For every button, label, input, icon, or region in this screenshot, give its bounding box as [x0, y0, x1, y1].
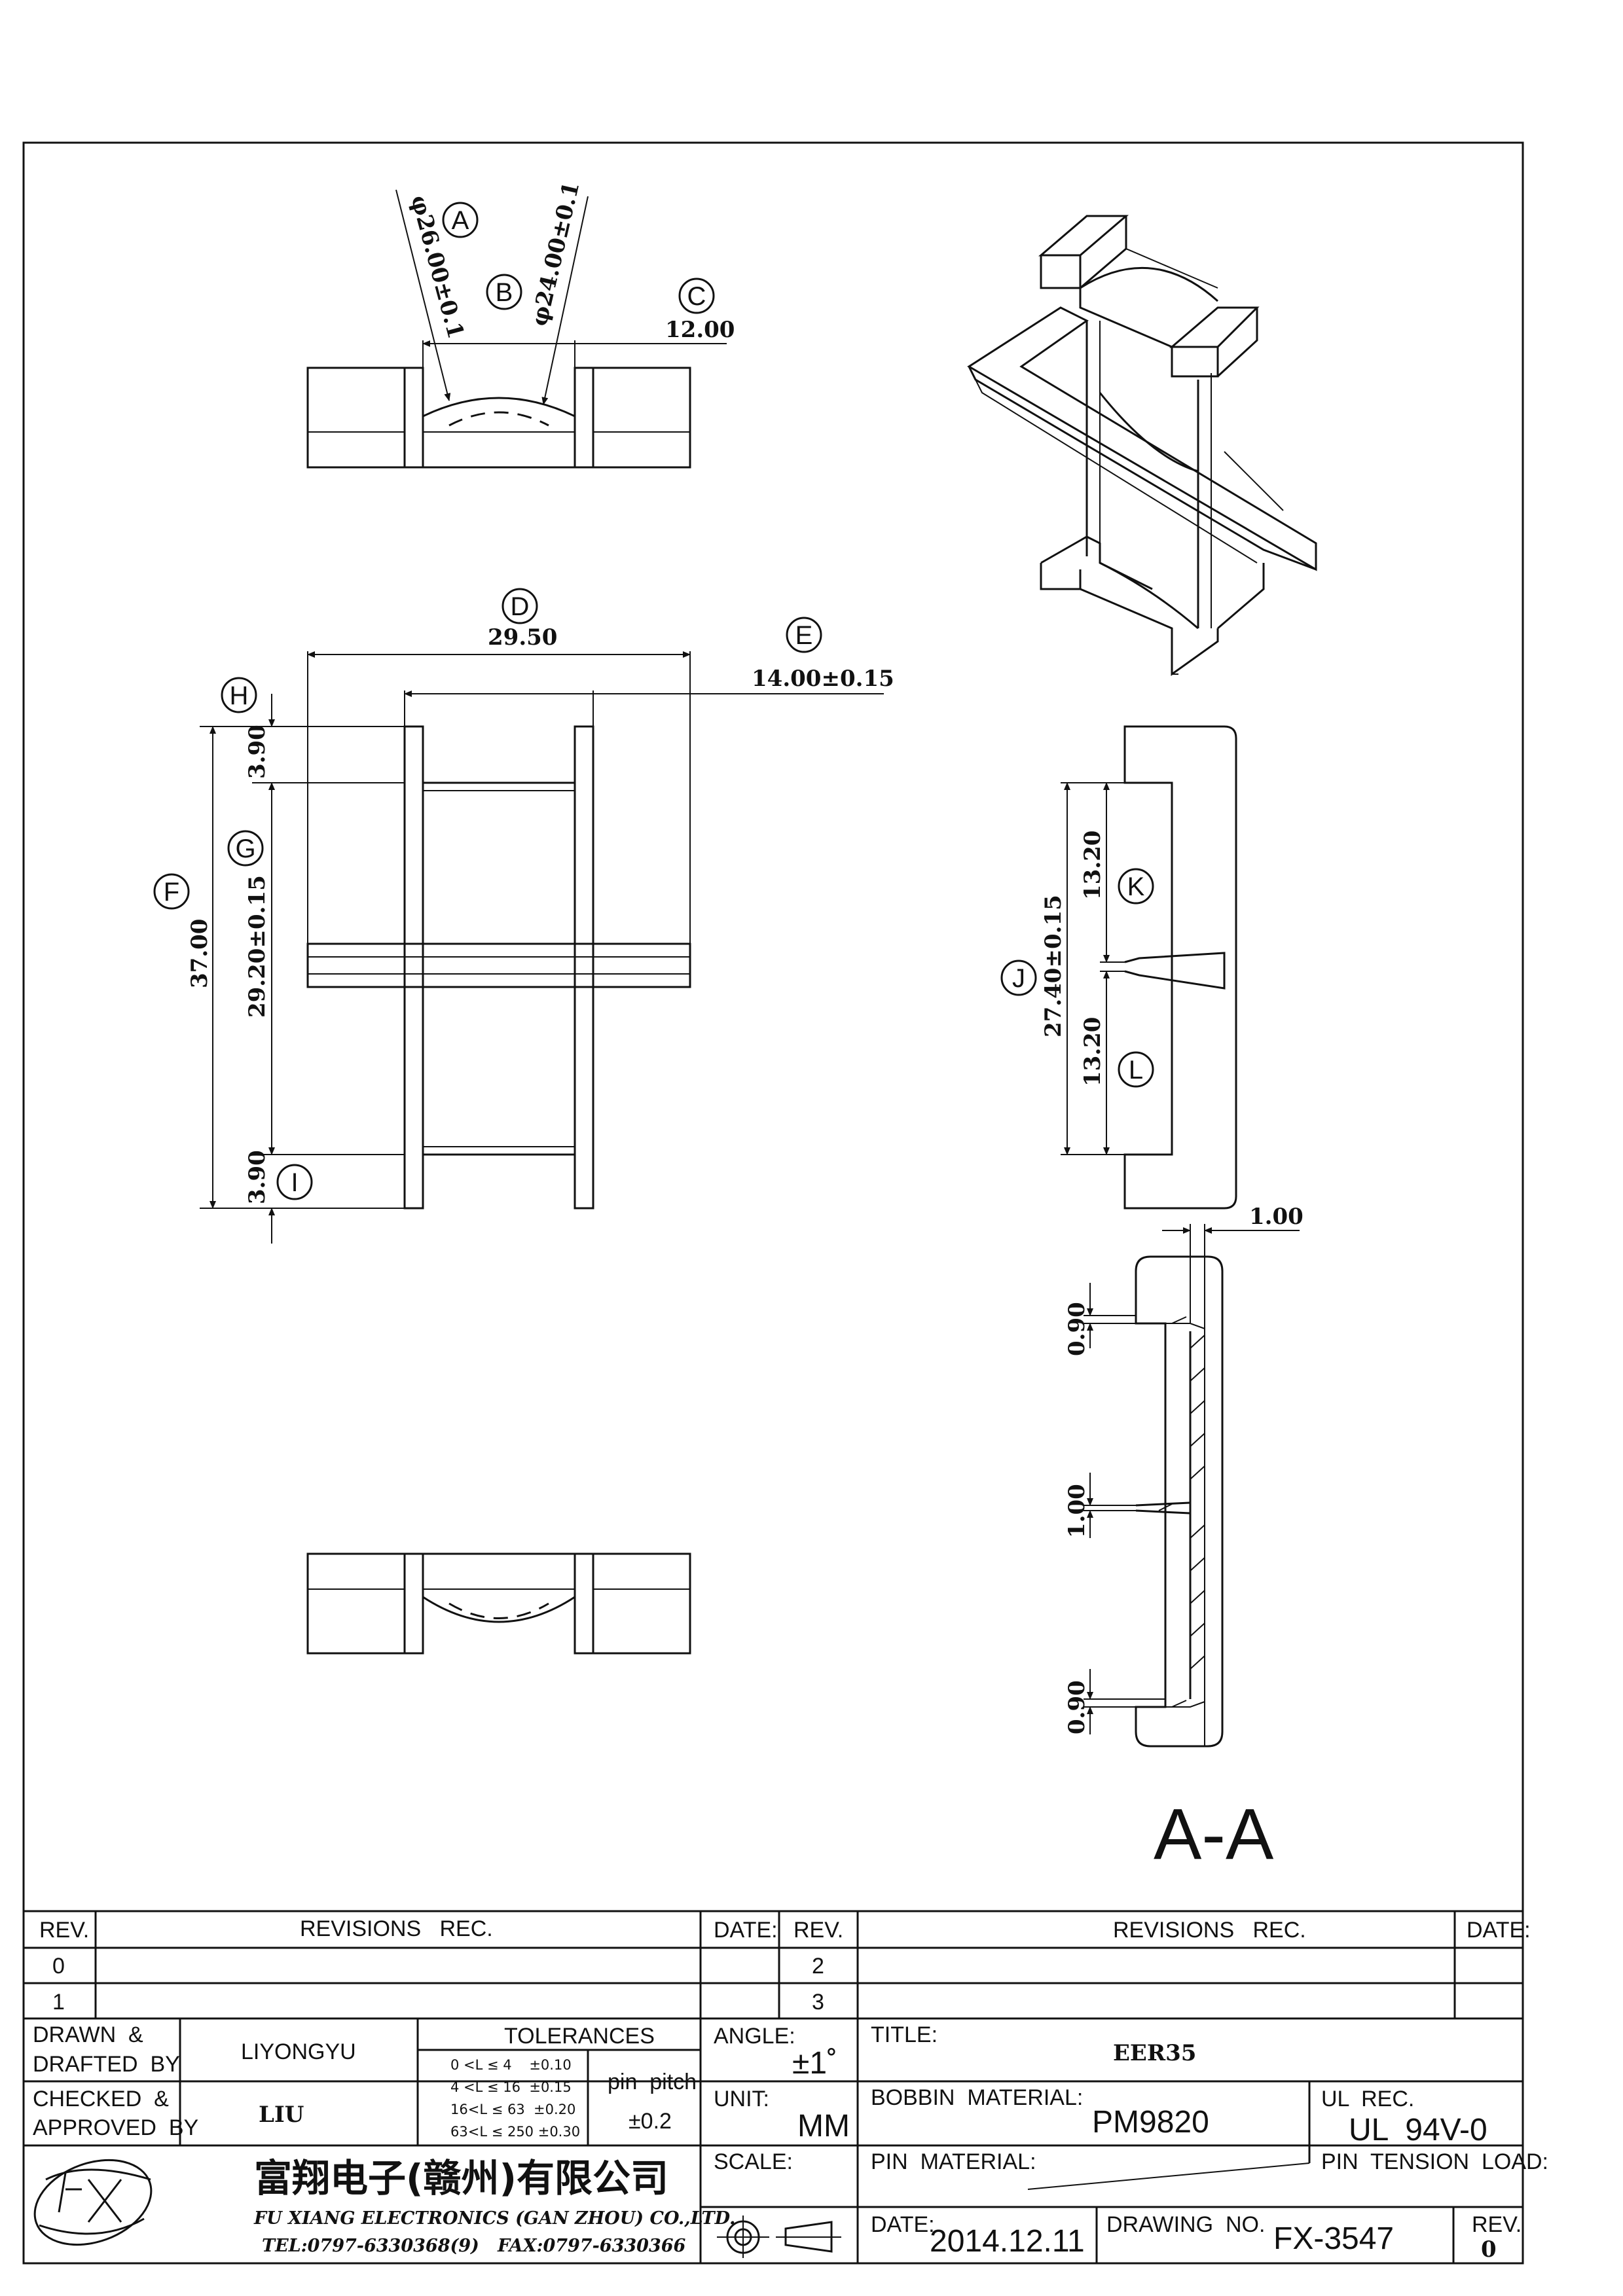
checked-value: LIU: [259, 2102, 304, 2128]
section-view: [1084, 1224, 1300, 1748]
checked-label-2: APPROVED BY: [33, 2115, 198, 2140]
angle-value: ±1˚: [792, 2046, 837, 2081]
dim-i-value: 3.90: [244, 1150, 270, 1204]
bobbin-material-value: PM9820: [1092, 2105, 1209, 2140]
svg-text:E: E: [795, 621, 813, 650]
dim-f-value: 37.00: [187, 919, 213, 988]
date-label: DATE:: [871, 2212, 935, 2237]
dim-e-value: 14.00±0.15: [752, 666, 894, 692]
bottom-view: [306, 1552, 691, 1655]
svg-text:K: K: [1127, 872, 1145, 901]
drawing-frame: [22, 141, 1524, 2265]
rev-value: 0: [1481, 2236, 1497, 2263]
svg-text:F: F: [164, 878, 179, 906]
tol-row-4: 63<L ≤ 250 ±0.30: [450, 2124, 580, 2140]
unit-value: MM: [797, 2109, 850, 2144]
pin-material-label: PIN MATERIAL:: [871, 2149, 1036, 2174]
tol-row-1: 0 <L ≤ 4 ±0.10: [450, 2057, 572, 2073]
svg-text:C: C: [687, 282, 706, 311]
dim-g-value: 29.20±0.15: [244, 875, 270, 1018]
tol-row-3: 16<L ≤ 63 ±0.20: [450, 2102, 575, 2117]
isometric-view: [967, 215, 1317, 676]
dim-j-value: 27.40±0.15: [1040, 895, 1067, 1037]
marker-d: D: [501, 588, 538, 624]
svg-text:H: H: [230, 681, 249, 710]
marker-j: J: [1000, 960, 1037, 996]
marker-i: I: [276, 1164, 313, 1200]
date-header-left: DATE:: [714, 1918, 778, 1943]
revisions-header-left: REVISIONS REC.: [300, 1916, 493, 1941]
date-value: 2014.12.11: [930, 2224, 1085, 2259]
ul-rec-label: UL REC.: [1321, 2087, 1414, 2111]
company-logo-icon: [33, 2159, 153, 2246]
front-view: [200, 651, 884, 1244]
svg-text:J: J: [1012, 964, 1025, 993]
dim-wall-value: 1.00: [1249, 1204, 1304, 1230]
pin-pitch-label: pin pitch: [608, 2070, 697, 2094]
dim-flange-top-value: 0.90: [1064, 1302, 1090, 1356]
marker-c: C: [678, 278, 715, 314]
unit-label: UNIT:: [714, 2087, 769, 2111]
bobbin-material-label: BOBBIN MATERIAL:: [871, 2085, 1083, 2110]
marker-k: K: [1118, 868, 1154, 905]
rev-row-3: 3: [812, 1990, 824, 2015]
drawing-no-label: DRAWING NO.: [1106, 2212, 1265, 2237]
title-value: EER35: [1113, 2040, 1196, 2066]
angle-label: ANGLE:: [714, 2024, 795, 2049]
pin-pitch-value: ±0.2: [629, 2109, 672, 2134]
marker-g: G: [227, 830, 264, 867]
date-header-right: DATE:: [1467, 1918, 1531, 1943]
ul-rec-value: UL 94V-0: [1349, 2113, 1487, 2147]
tol-row-2: 4 <L ≤ 16 ±0.15: [450, 2079, 572, 2095]
drawn-label-1: DRAWN &: [33, 2022, 143, 2047]
svg-text:G: G: [235, 834, 255, 863]
marker-b: B: [486, 274, 522, 310]
svg-text:I: I: [291, 1168, 298, 1197]
company-name-en: FU XIANG ELECTRONICS (GAN ZHOU) CO.,LTD.: [253, 2208, 735, 2229]
dim-flange-bottom-value: 0.90: [1064, 1680, 1090, 1734]
section-label: A-A: [1154, 1794, 1274, 1874]
drawn-value: LIYONGYU: [241, 2039, 356, 2064]
tolerances-label: TOLERANCES: [504, 2024, 655, 2049]
rev-label: REV.: [1472, 2212, 1522, 2237]
revisions-header-right: REVISIONS REC.: [1113, 1918, 1306, 1943]
top-view-upper: [306, 189, 727, 469]
rev-header-right: REV.: [793, 1918, 843, 1943]
svg-text:L: L: [1129, 1056, 1143, 1085]
marker-a: A: [442, 202, 479, 238]
svg-text:B: B: [496, 278, 513, 307]
title-label: TITLE:: [871, 2022, 938, 2047]
marker-l: L: [1118, 1051, 1154, 1088]
marker-h: H: [221, 677, 257, 713]
rev-header-left: REV.: [39, 1918, 89, 1943]
checked-label-1: CHECKED &: [33, 2087, 169, 2111]
dim-d-value: 29.50: [488, 624, 557, 651]
pin-tension-label: PIN TENSION LOAD:: [1321, 2149, 1548, 2174]
marker-e: E: [786, 617, 822, 653]
drawing-no-value: FX-3547: [1273, 2221, 1394, 2256]
rev-row-0: 0: [52, 1954, 65, 1979]
side-view: [1061, 725, 1237, 1210]
company-tel: TEL:0797-6330368(9): [262, 2236, 479, 2256]
rev-row-1: 1: [52, 1990, 65, 2015]
marker-f: F: [153, 873, 190, 910]
svg-text:A: A: [452, 206, 469, 235]
dim-k-value: 13.20: [1080, 831, 1106, 900]
dim-slot-value: 1.00: [1064, 1484, 1090, 1538]
company-name-cn: 富翔电子(赣州)有限公司: [254, 2156, 668, 2200]
scale-label: SCALE:: [714, 2149, 793, 2174]
svg-text:D: D: [511, 592, 530, 621]
drawn-label-2: DRAFTED BY: [33, 2052, 180, 2077]
company-fax: FAX:0797-6330366: [497, 2236, 686, 2256]
dim-h-value: 3.90: [244, 725, 270, 779]
rev-row-2: 2: [812, 1954, 824, 1979]
dim-c-value: 12.00: [665, 317, 735, 343]
title-block: [24, 1910, 1523, 2263]
dim-l-value: 13.20: [1080, 1017, 1106, 1086]
